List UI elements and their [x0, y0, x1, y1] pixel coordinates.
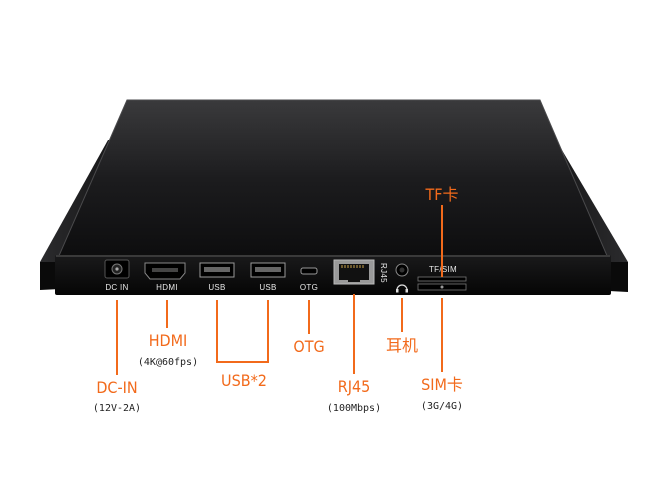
- rj45-callout-title: RJ45: [338, 377, 371, 396]
- usb-callout-title: USB*2: [221, 371, 267, 390]
- device-front-panel: [55, 255, 611, 295]
- otg-port-label: OTG: [300, 283, 318, 292]
- usb-port-2: [250, 262, 286, 278]
- earphone-callout-title: 耳机: [386, 336, 418, 355]
- otg-port: [300, 267, 318, 275]
- device-top-surface: [58, 100, 608, 258]
- hdmi-port-label: HDMI: [156, 283, 178, 292]
- tf-callout-title: TF卡: [424, 185, 458, 204]
- hdmi-callout-subtitle: (4K@60fps): [138, 357, 198, 368]
- usb-port-1: [199, 262, 235, 278]
- sim-callout-subtitle: (3G/4G): [421, 401, 463, 412]
- sim-callout-title: SIM卡: [421, 375, 463, 394]
- callout-lines: [116, 205, 443, 375]
- usb-port-2-label: USB: [259, 283, 276, 292]
- otg-callout-title: OTG: [293, 337, 324, 356]
- dc-in-callout-title: DC-IN: [96, 378, 137, 397]
- dc-in-port-label: DC IN: [105, 283, 128, 292]
- dc-in-callout-subtitle: (12V-2A): [93, 403, 141, 414]
- dc-in-port: [104, 259, 130, 279]
- earphone-jack: [395, 263, 409, 277]
- tf-sim-slot-label: TF/SIM: [429, 265, 457, 274]
- rj45-port-label: RJ45: [379, 263, 388, 283]
- hdmi-port: [144, 262, 186, 280]
- headphone-icon: [396, 284, 408, 293]
- rj45-port: [333, 259, 375, 285]
- hdmi-callout-title: HDMI: [149, 331, 188, 350]
- rj45-callout-subtitle: (100Mbps): [327, 403, 381, 414]
- usb-port-1-label: USB: [208, 283, 225, 292]
